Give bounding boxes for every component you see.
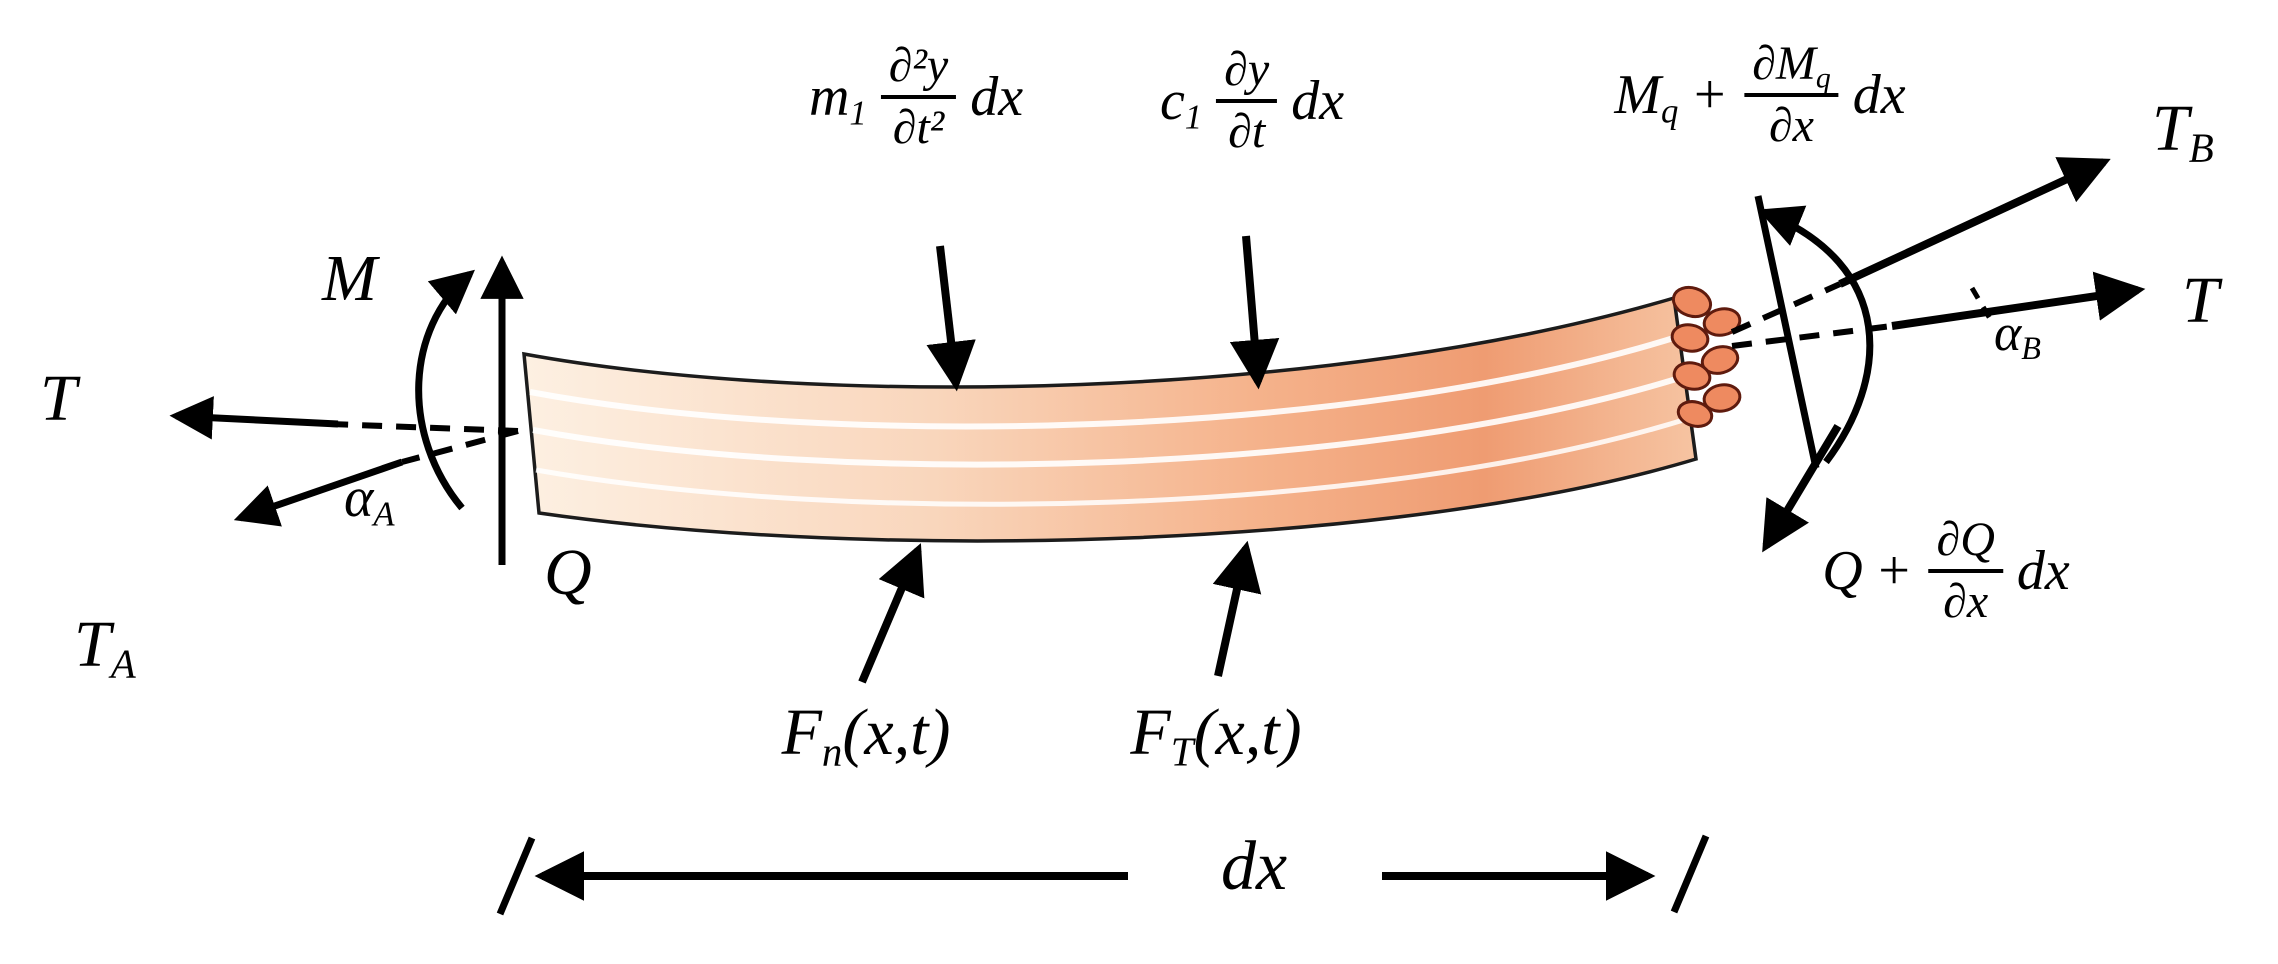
right-tension-B-arrow xyxy=(1838,157,2111,288)
plus-operator: + xyxy=(1690,63,1729,126)
right-tension-B-dashed-line xyxy=(1730,281,1842,335)
moment-right-fraction: ∂Mq ∂x xyxy=(1744,38,1839,152)
tension-left-label: T xyxy=(40,366,77,432)
dimension-tick-left xyxy=(496,836,536,916)
normal-force-arrow xyxy=(858,543,925,684)
tangential-force-arrow xyxy=(1212,540,1262,677)
angle-A-text: αA xyxy=(344,467,395,534)
dx-text: dx xyxy=(1220,828,1288,905)
normal-force-text: Fn(x,t) xyxy=(781,696,951,775)
beam-fiber-line xyxy=(529,333,1681,430)
damping-force-label: c1 ∂y ∂t dx xyxy=(1160,44,1344,158)
right-tension-arrow xyxy=(1891,271,2146,330)
tension-left-text: T xyxy=(40,362,77,435)
fiber-bundle xyxy=(1670,285,1742,428)
damping-fraction: ∂y ∂t xyxy=(1216,44,1278,158)
left-tension-A-arrow xyxy=(233,458,404,527)
tension-A-label: TA xyxy=(74,608,136,687)
tension-right-text: T xyxy=(2182,264,2219,337)
tangential-force-text: FT(x,t) xyxy=(1130,696,1302,775)
angle-B-text: αB xyxy=(1994,305,2041,367)
tension-B-label: TB xyxy=(2152,92,2214,171)
inertia-fraction: ∂²y ∂t² xyxy=(880,40,957,154)
moment-right-label: Mq + ∂Mq ∂x dx xyxy=(1614,38,1905,152)
left-tension-arrow xyxy=(169,396,339,440)
tension-right-label: T xyxy=(2182,268,2219,334)
dimension-tick-right xyxy=(1670,834,1710,914)
right-angle-tick xyxy=(1969,286,1995,324)
left-moment-arc xyxy=(415,269,475,511)
inertia-suffix: dx xyxy=(970,65,1024,128)
normal-force-label: Fn(x,t) xyxy=(781,696,951,775)
beam-fiber-line xyxy=(535,415,1691,507)
damping-force-arrow xyxy=(1229,235,1280,390)
right-tension-dashed-line xyxy=(1731,323,1893,349)
inertia-force-arrow xyxy=(926,245,976,392)
plus-operator: + xyxy=(1874,539,1913,602)
moment-right-base: Mq xyxy=(1614,63,1679,131)
tension-B-text: TB xyxy=(2152,92,2214,171)
moment-left-text: M xyxy=(322,242,377,315)
dx-dimension-label: dx xyxy=(1221,832,1287,902)
damping-coefficient: c1 xyxy=(1159,69,1203,137)
shear-left-label: Q xyxy=(544,540,592,606)
inertia-coefficient: m1 xyxy=(808,65,867,133)
angle-A-label: αA xyxy=(344,467,395,534)
moment-left-label: M xyxy=(322,246,377,312)
inertia-force-label: m1 ∂²y ∂t² dx xyxy=(809,40,1023,154)
right-shear-arrow xyxy=(1762,423,1842,553)
moment-right-numerator: ∂Mq xyxy=(1744,38,1839,97)
shear-right-fraction: ∂Q ∂x xyxy=(1928,514,2003,628)
moment-right-suffix: dx xyxy=(1852,63,1906,126)
shear-right-suffix: dx xyxy=(2016,539,2070,602)
angle-B-label: αB xyxy=(1994,305,2041,367)
beam-fiber-line xyxy=(532,373,1687,468)
damping-suffix: dx xyxy=(1291,69,1345,132)
tangential-force-label: FT(x,t) xyxy=(1130,696,1302,775)
shear-right-label: Q + ∂Q ∂x dx xyxy=(1822,514,2070,628)
tension-A-text: TA xyxy=(74,608,136,687)
shear-right-base: Q xyxy=(1822,539,1863,602)
shear-left-text: Q xyxy=(544,536,592,609)
